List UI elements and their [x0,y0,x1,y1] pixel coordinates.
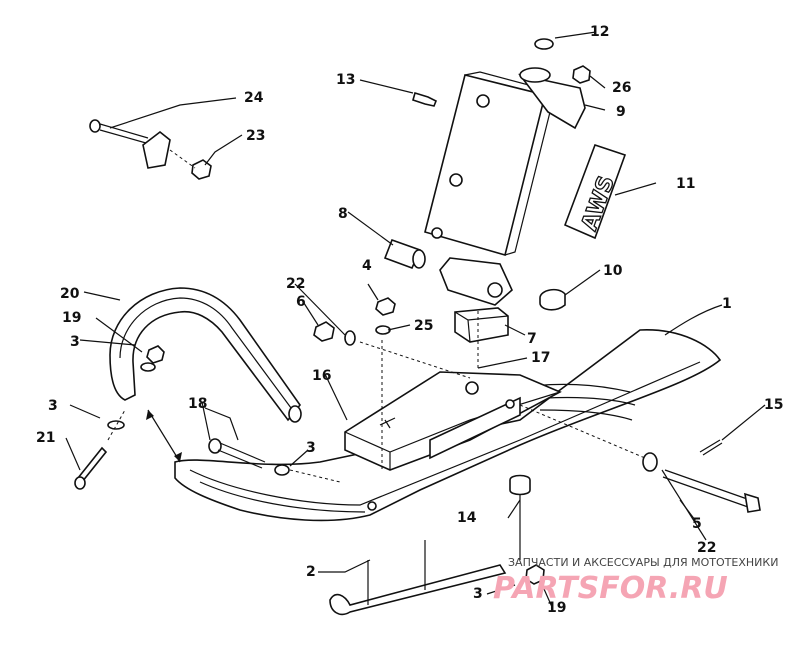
callout-3: 3 [473,586,483,602]
callout-10: 10 [603,263,623,279]
watermark-tagline: ЗАПЧАСТИ И АКСЕССУАРЫ ДЛЯ МОТОТЕХНИКИ [508,556,778,569]
callout-4: 4 [362,258,372,274]
callout-3: 3 [306,440,316,456]
bushing-8 [383,238,426,270]
nut-19-bottom [525,564,545,585]
callouts: 1 2 3 3 3 3 4 5 6 7 8 9 10 11 12 13 14 1… [36,24,783,616]
callout-16: 16 [312,368,331,384]
spindle-bracket [344,371,562,471]
callout-26: 26 [612,80,631,96]
assembly-arrow [146,409,182,463]
callout-3: 3 [70,334,80,350]
nut-6 [313,321,335,342]
spacer-14 [509,474,531,496]
callout-7: 7 [527,331,537,347]
bolt-24 [89,119,149,144]
bolt-21 [74,420,125,490]
centerlines [107,149,646,483]
bushing-10 [539,288,566,311]
damper-23 [142,130,212,180]
callout-22: 22 [286,276,305,292]
spindle-column [424,67,586,306]
callout-25: 25 [414,318,433,334]
washer-12 [534,38,554,50]
washer-3-loop [140,345,165,372]
callout-11: 11 [676,176,695,192]
nut-4 [375,297,396,316]
callout-2: 2 [306,564,316,580]
callout-23: 23 [246,128,265,144]
callout-9: 9 [616,104,626,120]
callout-18: 18 [188,396,207,412]
aws-decal: AWS [563,143,627,240]
callout-3: 3 [48,398,58,414]
callout-19: 19 [62,310,81,326]
nut-26 [572,65,591,84]
washer-22 [344,330,356,346]
ski-loop-20 [109,287,302,423]
wear-bar [329,495,521,616]
callout-14: 14 [457,510,477,526]
grease-fitting-13 [412,91,438,107]
callout-21: 21 [36,430,55,446]
washer-25 [375,325,391,335]
watermark: ЗАПЧАСТИ И АКСЕССУАРЫ ДЛЯ МОТОТЕХНИКИ PA… [493,556,778,606]
callout-15: 15 [764,397,783,413]
callout-20: 20 [60,286,80,302]
callout-22: 22 [697,540,716,556]
watermark-logo: PARTSFOR.RU [493,571,728,606]
callout-17: 17 [531,350,550,366]
callout-13: 13 [336,72,355,88]
damper-7 [454,307,509,343]
callout-12: 12 [590,24,609,40]
callout-8: 8 [338,206,348,222]
bolt-18 [208,438,290,476]
bolt-5 [642,452,761,513]
ski-body [174,329,722,522]
callout-24: 24 [244,90,264,106]
callout-6: 6 [296,294,306,310]
callout-5: 5 [692,516,702,532]
leader-lines [65,31,766,608]
callout-19: 19 [547,600,566,616]
pin-15 [699,439,723,456]
callout-1: 1 [722,296,732,312]
